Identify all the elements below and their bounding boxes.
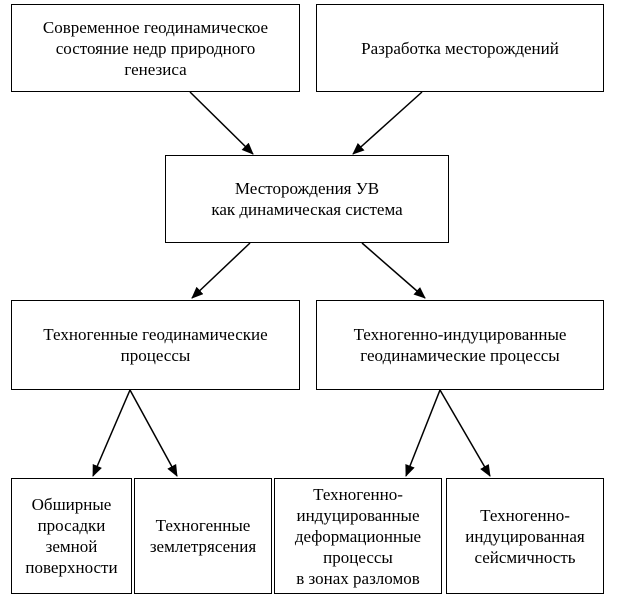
induced-processes-box: Техногенно-индуцированные геодинамически… [316, 300, 604, 390]
hydrocarbon-fields-box: Месторождения УВ как динамическая систем… [165, 155, 449, 243]
arrow-state-to-fields [189, 91, 254, 155]
technogenic-processes-box: Техногенные геодинамические процессы [11, 300, 300, 390]
fault-deformation-box: Техногенно- индуцированные деформационны… [274, 478, 442, 594]
arrow-fields-to-induced [361, 242, 426, 299]
arrow-induced-to-fault [405, 389, 441, 477]
arrow-fields-to-technogenic [191, 242, 251, 299]
arrow-induced-to-seismicity [439, 389, 491, 477]
surface-subsidence-box: Обширные просадки земной поверхности [11, 478, 132, 594]
technogenic-earthquakes-box: Техногенные землетрясения [134, 478, 272, 594]
geodynamic-state-box: Современное геодинамическое состояние не… [11, 4, 300, 92]
field-development-box: Разработка месторождений [316, 4, 604, 92]
arrow-development-to-fields [352, 91, 423, 155]
induced-seismicity-box: Техногенно- индуцированная сейсмичность [446, 478, 604, 594]
arrow-technogenic-to-subsidence [92, 389, 131, 477]
arrow-technogenic-to-earthquakes [129, 389, 178, 477]
